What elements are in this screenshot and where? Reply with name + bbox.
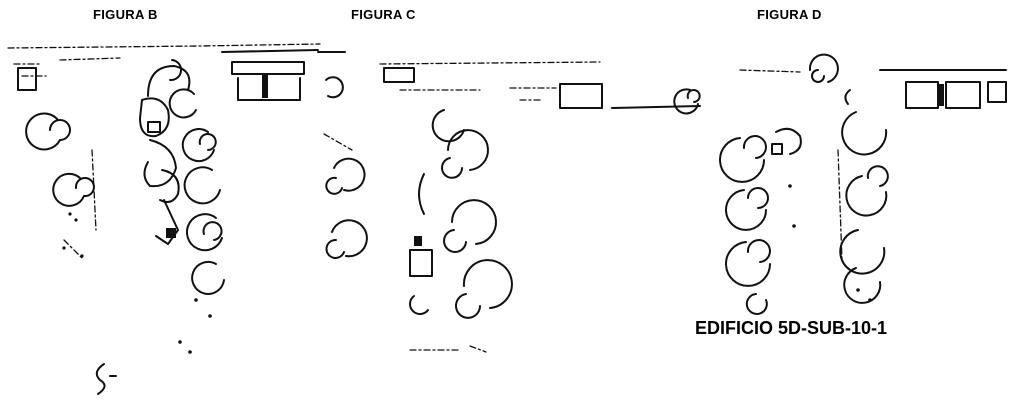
figure-b-central-figure [139, 59, 191, 245]
figure-c-main-column [409, 88, 701, 353]
figure-d-drawing [719, 53, 1007, 315]
figure-b-right-scrolls [168, 88, 225, 354]
figure-b-cornice [7, 43, 321, 101]
building-caption: EDIFICIO 5D-SUB-10-1 [695, 318, 888, 338]
figure-d-right-scrolls [837, 111, 889, 304]
figure-b-label: FIGURA B [93, 7, 158, 22]
figure-b-glyph [95, 363, 117, 395]
figure-d-left-scrolls [719, 127, 802, 315]
figure-d-cornice [739, 53, 1007, 109]
figure-c-label: FIGURA C [351, 7, 416, 22]
figure-d-label: FIGURA D [757, 7, 822, 22]
figure-b-left-scrolls [25, 112, 97, 259]
figure-b-drawing [7, 43, 321, 395]
figure-c-drawing [317, 51, 701, 353]
figure-c-cornice [317, 51, 701, 109]
figure-c-left-scrolls [323, 76, 368, 259]
